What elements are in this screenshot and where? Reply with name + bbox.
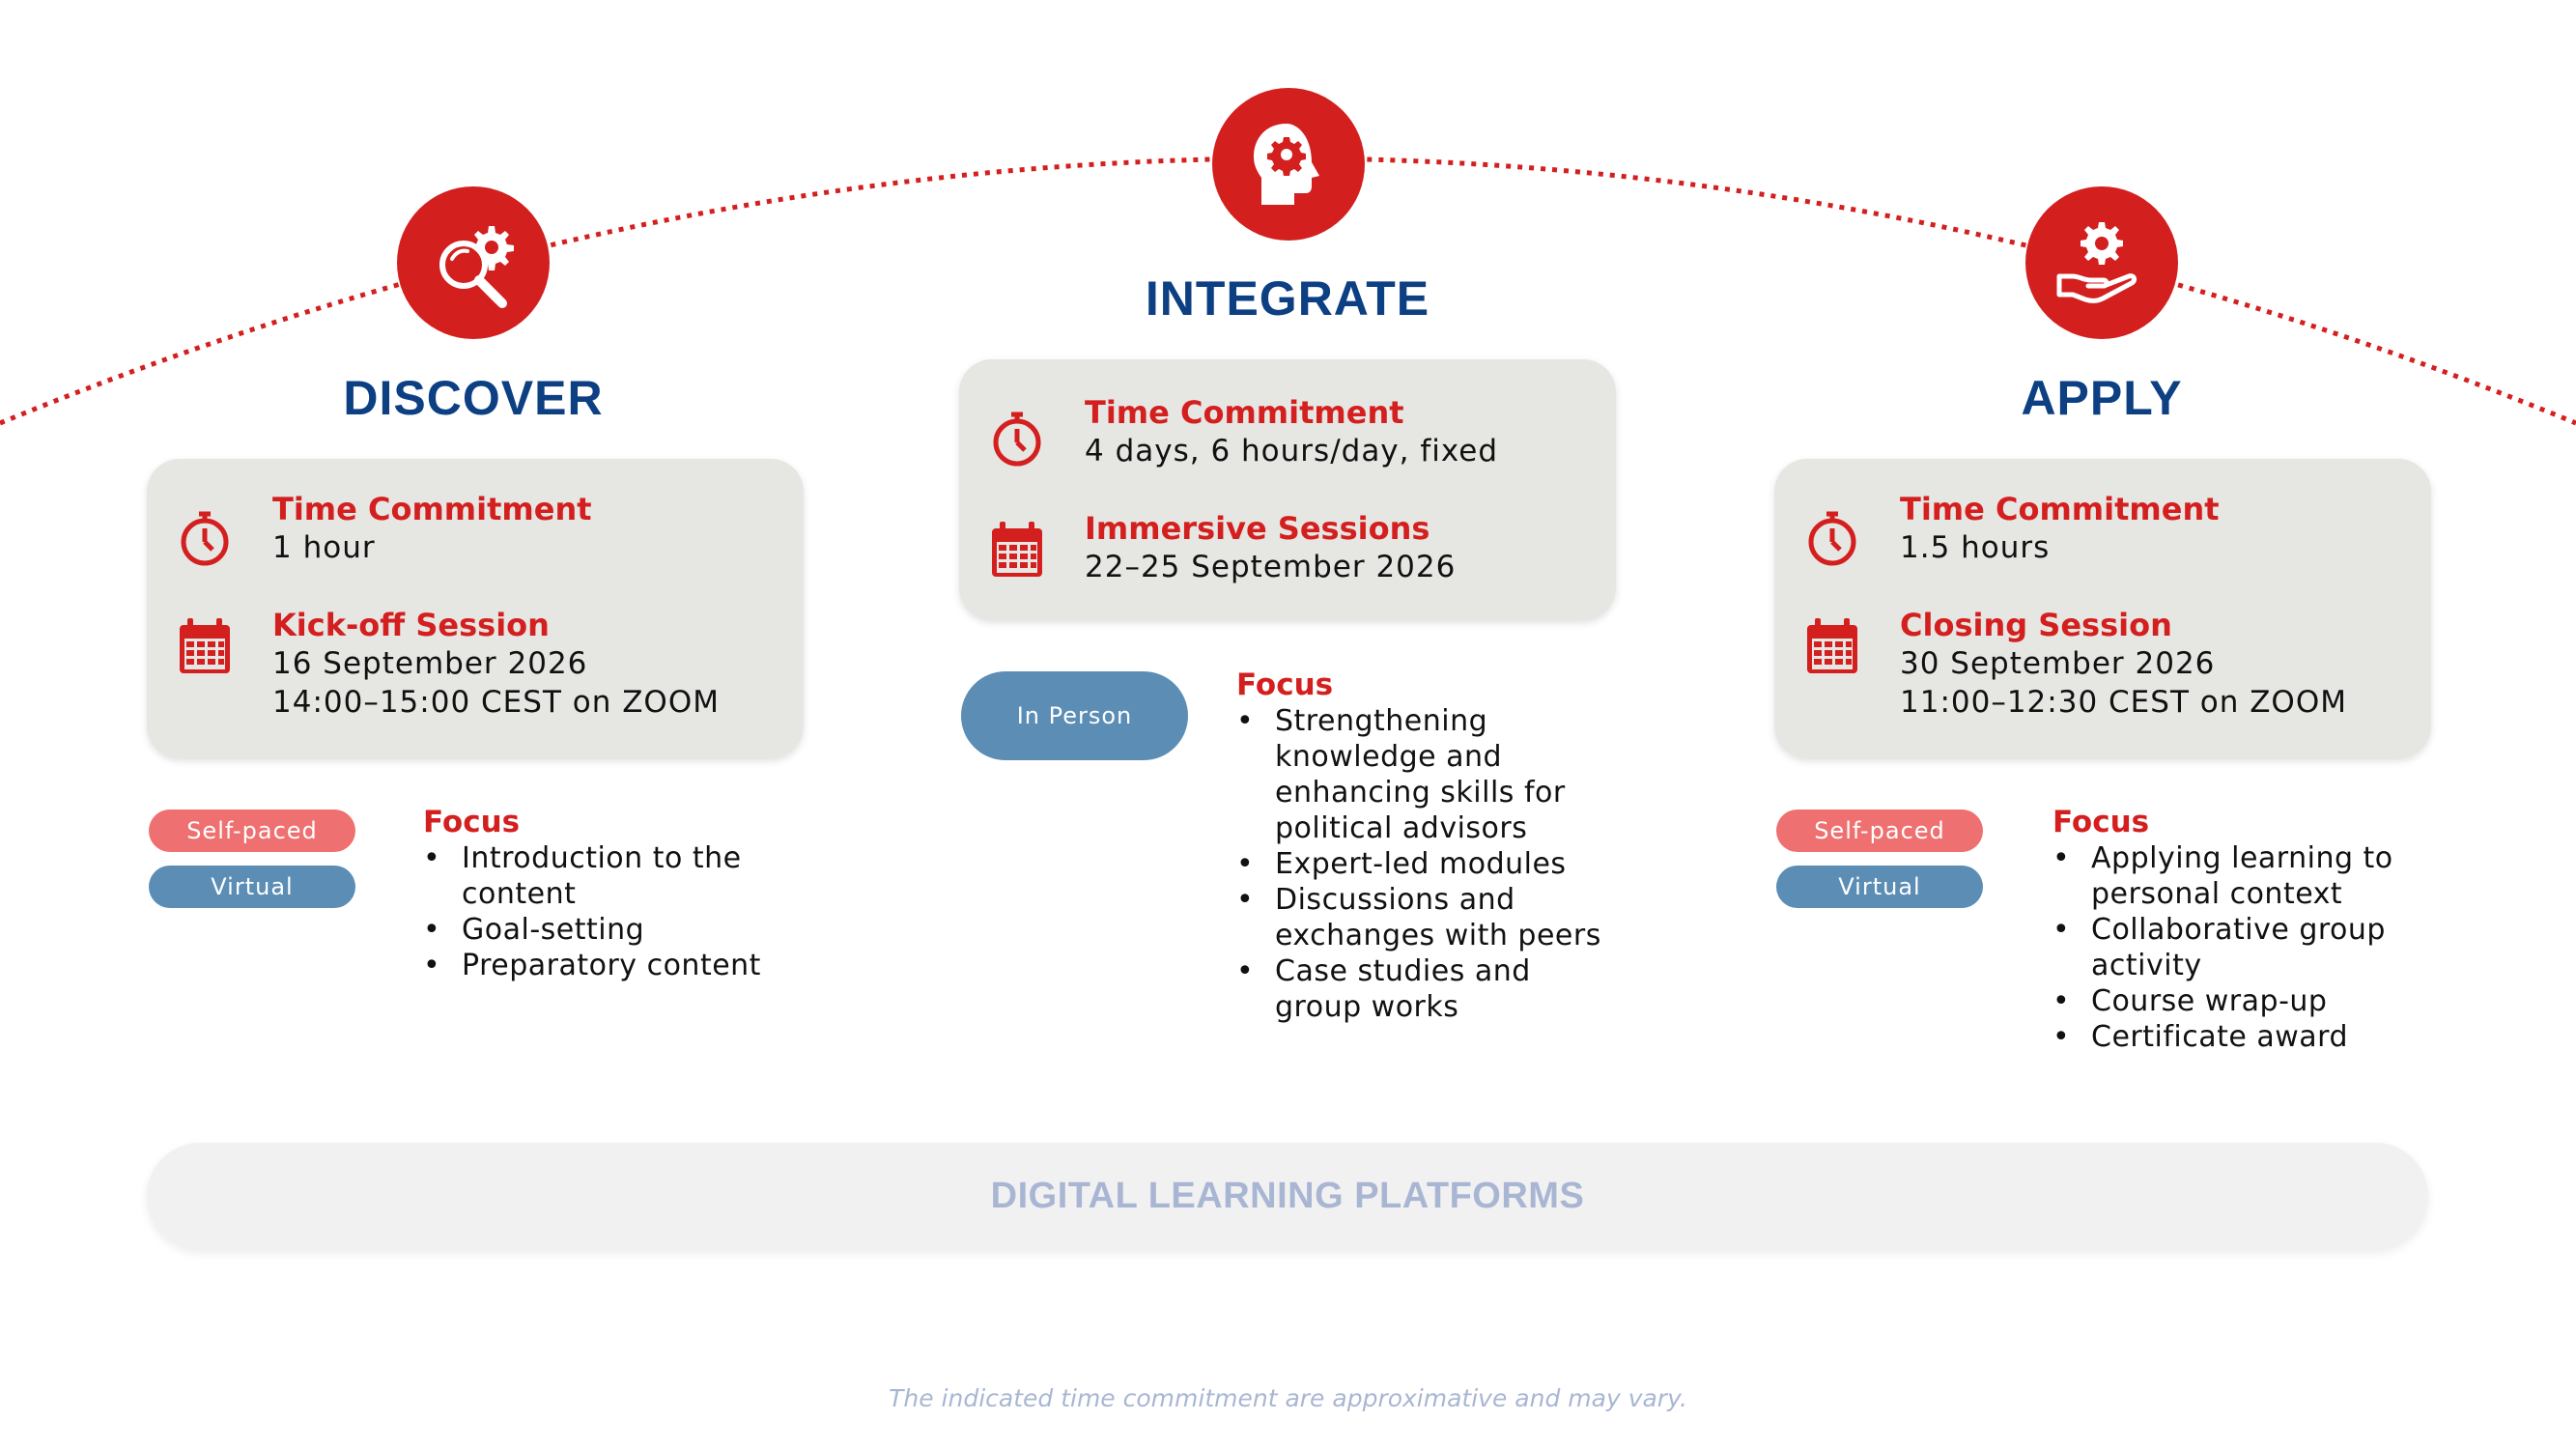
self-paced-badge: Self-paced [149, 810, 355, 852]
hand-gear-icon [2025, 186, 2178, 339]
stopwatch-icon [986, 408, 1048, 469]
time-commitment-value: 1.5 hours [1900, 530, 2051, 565]
time-commitment-row: Time Commitment 1 hour [272, 490, 592, 567]
stopwatch-icon [174, 507, 236, 569]
head-gear-icon [1212, 88, 1365, 241]
time-commitment-value: 1 hour [272, 530, 376, 565]
session-date: 22–25 September 2026 [1085, 550, 1457, 584]
search-gear-icon [397, 186, 550, 339]
time-commitment-value: 4 days, 6 hours/day, fixed [1085, 434, 1499, 469]
session-time: 11:00–12:30 CEST on ZOOM [1900, 685, 2347, 720]
apply-info-card: Time Commitment 1.5 hours Closing Sessio… [1774, 459, 2431, 758]
focus-item: Preparatory content [423, 948, 829, 983]
digital-learning-platforms-bar: DIGITAL LEARNING PLATFORMS [147, 1143, 2428, 1249]
focus-item: Goal-setting [423, 912, 829, 948]
focus-item: Course wrap-up [2052, 983, 2458, 1019]
stage-title-discover: DISCOVER [343, 371, 604, 425]
focus-title: Focus [2052, 805, 2150, 839]
integrate-info-card: Time Commitment 4 days, 6 hours/day, fix… [959, 359, 1616, 620]
time-commitment-label: Time Commitment [1900, 491, 2220, 527]
discover-info-card: Time Commitment 1 hour Kick-off Session … [147, 459, 804, 758]
footnote: The indicated time commitment are approx… [889, 1384, 1687, 1412]
session-label: Kick-off Session [272, 607, 550, 643]
session-row: Closing Session 30 September 2026 11:00–… [1900, 606, 2347, 722]
calendar-icon [1801, 615, 1863, 677]
stage-title-integrate: INTEGRATE [1145, 271, 1430, 326]
time-commitment-row: Time Commitment 1.5 hours [1900, 490, 2220, 567]
self-paced-badge: Self-paced [1776, 810, 1983, 852]
session-date: 30 September 2026 [1900, 646, 2216, 681]
session-row: Immersive Sessions 22–25 September 2026 [1085, 509, 1456, 586]
session-label: Immersive Sessions [1085, 510, 1430, 547]
stage-title-apply: APPLY [2021, 371, 2183, 425]
calendar-icon [174, 615, 236, 677]
session-date: 16 September 2026 [272, 646, 588, 681]
session-row: Kick-off Session 16 September 2026 14:00… [272, 606, 720, 722]
time-commitment-label: Time Commitment [272, 491, 592, 527]
focus-item: Certificate award [2052, 1019, 2458, 1055]
virtual-badge: Virtual [149, 866, 355, 908]
virtual-badge: Virtual [1776, 866, 1983, 908]
focus-item: Expert-led modules [1236, 846, 1642, 882]
calendar-icon [986, 519, 1048, 581]
session-label: Closing Session [1900, 607, 2172, 643]
stopwatch-icon [1801, 507, 1863, 569]
time-commitment-label: Time Commitment [1085, 394, 1404, 431]
focus-title: Focus [423, 805, 521, 839]
session-time: 14:00–15:00 CEST on ZOOM [272, 685, 720, 720]
time-commitment-row: Time Commitment 4 days, 6 hours/day, fix… [1085, 393, 1498, 470]
in-person-badge: In Person [961, 671, 1188, 760]
focus-title: Focus [1236, 668, 1334, 702]
